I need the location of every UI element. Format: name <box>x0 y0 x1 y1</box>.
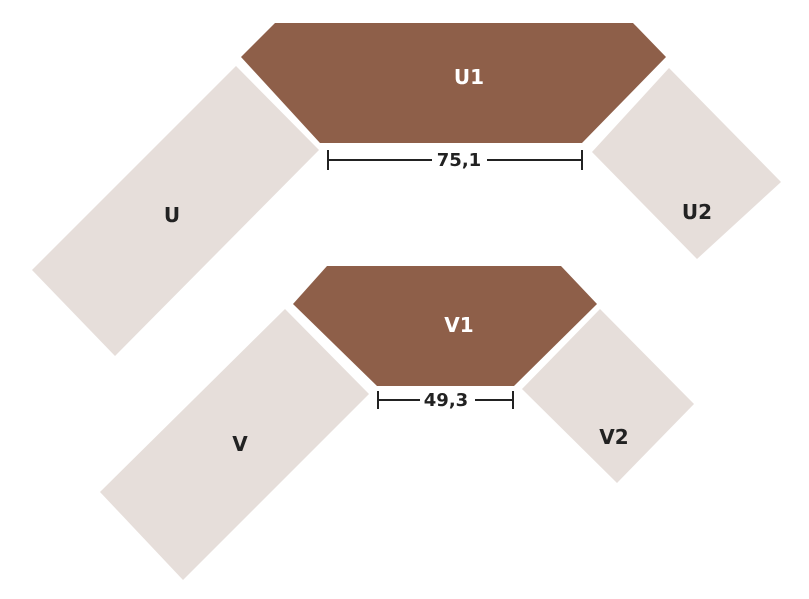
group-u: U1 U U2 75,1 <box>32 23 781 356</box>
dimension-v1-value: 49,3 <box>424 390 468 411</box>
label-u2: U2 <box>682 200 712 224</box>
group-v: V1 V V2 49,3 <box>100 266 694 580</box>
piece-u2 <box>592 68 781 259</box>
dimension-u1-value: 75,1 <box>437 150 481 171</box>
label-v2: V2 <box>599 425 628 449</box>
piece-v2 <box>522 309 694 483</box>
piece-u1 <box>241 23 666 143</box>
label-u: U <box>164 203 180 227</box>
label-v: V <box>232 432 248 456</box>
piece-v <box>100 309 369 580</box>
label-v1: V1 <box>444 313 473 337</box>
piece-u <box>32 66 319 356</box>
dimension-v1: 49,3 <box>377 390 514 411</box>
piece-v1 <box>293 266 597 386</box>
label-u1: U1 <box>454 65 484 89</box>
dimension-u1: 75,1 <box>327 150 583 171</box>
